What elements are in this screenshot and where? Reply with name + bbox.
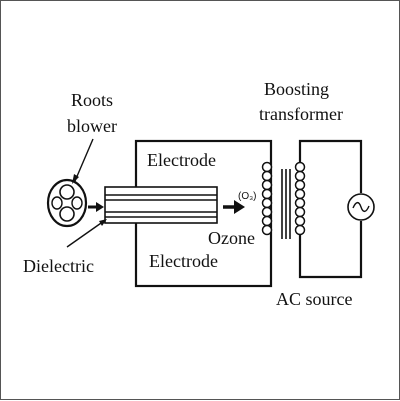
dielectric-tube <box>104 186 218 224</box>
dielectric-leader-arrowhead <box>99 219 107 226</box>
roots-blower-icon <box>46 178 88 228</box>
inlet-arrow-icon <box>88 202 104 212</box>
roots-blower-label-line1: Roots <box>71 90 113 110</box>
dielectric-label: Dielectric <box>23 256 94 276</box>
boosting-transformer-label-line2: transformer <box>259 104 343 124</box>
transformer-core <box>281 169 291 239</box>
boosting-transformer-label-line1: Boosting <box>264 79 329 99</box>
o3-label: (O₃) <box>238 191 257 202</box>
electrode-top-label: Electrode <box>147 150 216 170</box>
roots-blower-label-line2: blower <box>67 116 117 136</box>
dielectric-leader <box>66 220 105 248</box>
transformer-coil-right <box>294 161 306 236</box>
ac-source-icon <box>347 193 375 221</box>
ozone-arrow-icon <box>223 200 245 214</box>
ac-source-circuit <box>298 139 363 279</box>
roots-blower-leader <box>74 138 94 182</box>
transformer-coil-left <box>261 161 273 236</box>
electrode-bottom-label: Electrode <box>149 251 218 271</box>
ozone-label: Ozone <box>208 228 255 248</box>
roots-blower-leader-arrowhead <box>72 174 79 184</box>
ac-source-label: AC source <box>276 289 352 309</box>
